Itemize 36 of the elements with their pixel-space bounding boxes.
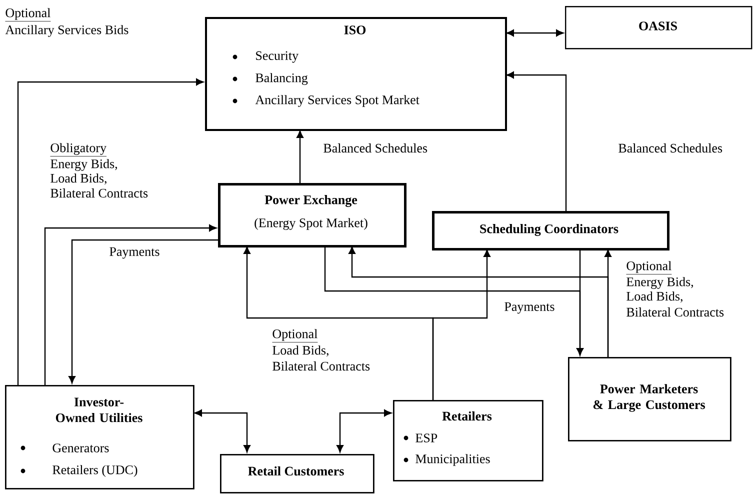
annotation: Energy Bids, <box>50 159 118 171</box>
annotation: Energy Bids, <box>626 277 694 289</box>
edge-label: Payments <box>108 246 161 260</box>
arrow <box>576 248 584 356</box>
edge-label: Balanced Schedules <box>322 142 429 154</box>
process-box: Investor-Owned Utilities Generators Retailers (UDC) <box>5 385 194 490</box>
process-box: Power Exchange (Energy Spot Market) <box>218 183 406 248</box>
annotation: Load Bids, <box>50 173 106 184</box>
annotation: Optional <box>626 261 672 274</box>
edge-label: Balanced Schedules <box>617 142 724 154</box>
annotation: Load Bids, <box>272 345 328 356</box>
annotation: Bilateral Contracts <box>272 361 370 371</box>
arrow <box>194 410 250 452</box>
arrow <box>506 72 567 211</box>
annotation: Ancillary Services Bids <box>5 25 128 37</box>
process-box: Retail Customers <box>220 454 374 494</box>
annotation: Optional <box>272 329 318 342</box>
edge-label: Payments <box>503 301 556 315</box>
process-box: Scheduling Coordinators <box>432 211 670 250</box>
process-box: Retailers ESP Municipalities <box>393 400 544 482</box>
arrow <box>348 246 609 357</box>
arrow <box>336 410 392 452</box>
arrow <box>17 78 204 385</box>
annotation: Obligatory <box>50 143 107 156</box>
arrow <box>432 250 490 400</box>
annotation: Optional <box>5 8 51 22</box>
process-box: Power Marketers & Large Customers <box>568 357 732 442</box>
process-box: OASIS <box>565 6 752 50</box>
arrow <box>44 224 216 385</box>
arrow <box>296 130 304 183</box>
annotation: Bilateral Contracts <box>626 307 724 317</box>
annotation: Bilateral Contracts <box>50 188 148 198</box>
arrow <box>68 239 218 384</box>
arrow <box>506 30 564 36</box>
process-box: ISO Security Balancing Ancillary Services Spot Market <box>205 17 507 131</box>
annotation: Load Bids, <box>626 291 682 302</box>
